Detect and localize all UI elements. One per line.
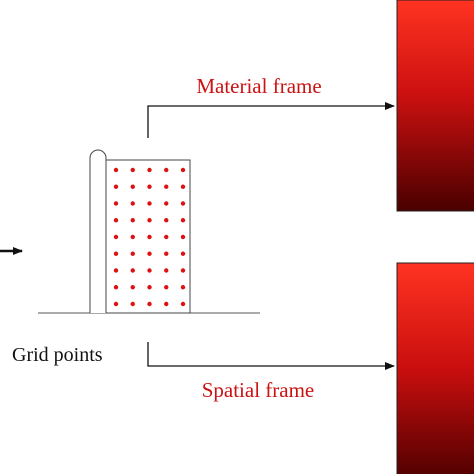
grid-point xyxy=(164,234,169,240)
grid-point xyxy=(130,268,135,273)
grid-point xyxy=(164,218,169,223)
grid-point xyxy=(113,268,119,273)
grid-point xyxy=(113,218,119,223)
building-structure xyxy=(89,149,191,314)
grid-point xyxy=(180,167,186,173)
grid-point xyxy=(147,301,152,307)
grid-point xyxy=(147,234,152,240)
grid-point xyxy=(164,167,169,173)
spatial-frame-connector xyxy=(147,342,395,370)
grid-point xyxy=(180,184,186,189)
grid-point xyxy=(113,301,119,307)
material-frame-panel xyxy=(396,0,474,212)
grid-point xyxy=(180,301,186,307)
grid-point xyxy=(113,285,119,290)
building-column xyxy=(89,149,107,313)
grid-point xyxy=(180,285,186,290)
grid-point xyxy=(180,251,186,256)
material-frame-label: Material frame xyxy=(196,74,321,98)
grid-point xyxy=(130,201,135,206)
grid-point xyxy=(113,234,119,240)
grid-point xyxy=(147,268,152,273)
grid-point xyxy=(164,184,169,189)
grid-point xyxy=(130,184,135,189)
grid-point xyxy=(113,251,119,256)
grid-point xyxy=(130,301,135,307)
grid-point xyxy=(147,167,152,173)
grid-point xyxy=(130,167,135,173)
grid-point xyxy=(130,234,135,240)
grid-point xyxy=(130,218,135,223)
material-frame-connector xyxy=(147,102,395,138)
grid-point xyxy=(130,285,135,290)
grid-point xyxy=(180,268,186,273)
grid-point xyxy=(180,234,186,240)
grid-points-dots xyxy=(113,167,186,307)
grid-point xyxy=(164,201,169,206)
grid-point xyxy=(147,285,152,290)
grid-point xyxy=(147,218,152,223)
grid-point xyxy=(164,301,169,307)
grid-point xyxy=(147,201,152,206)
grid-point xyxy=(113,201,119,206)
grid-point xyxy=(130,251,135,256)
grid-point xyxy=(164,285,169,290)
spatial-frame-panel xyxy=(396,262,474,474)
grid-point xyxy=(180,201,186,206)
grid-point xyxy=(113,167,119,173)
grid-point xyxy=(147,251,152,256)
spatial-frame-label: Spatial frame xyxy=(202,378,315,402)
grid-points-label: Grid points xyxy=(12,344,103,366)
grid-point xyxy=(164,251,169,256)
grid-point xyxy=(147,184,152,189)
grid-point xyxy=(113,184,119,189)
grid-point xyxy=(164,268,169,273)
grid-point xyxy=(180,218,186,223)
